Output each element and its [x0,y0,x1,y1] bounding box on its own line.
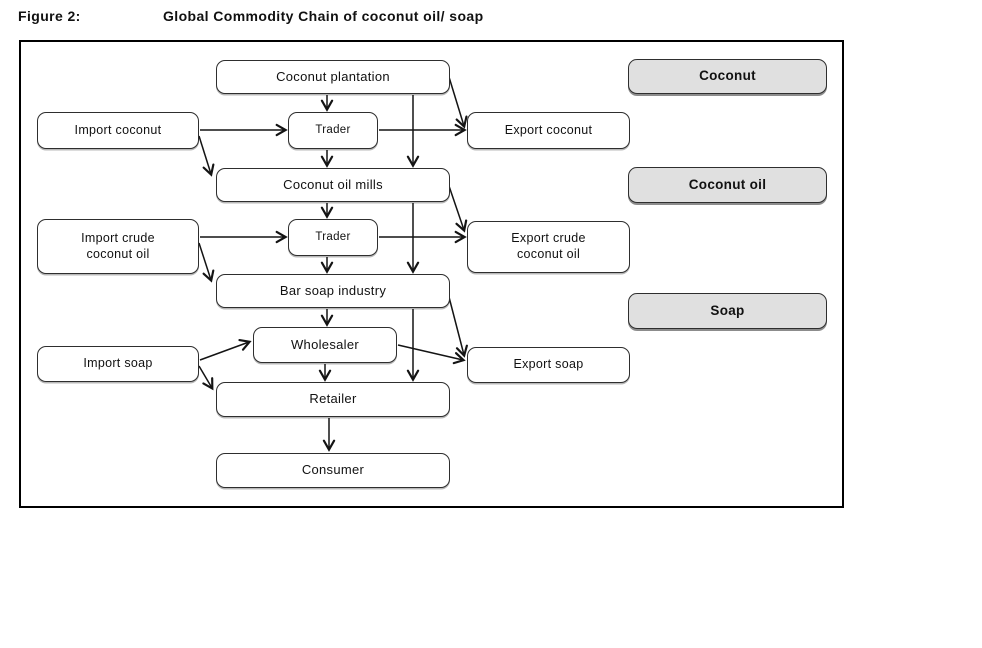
arrow-coconut-plantation-to-export-coconut [448,76,468,129]
node-export-soap: Export soap [467,347,630,383]
node-trader-1: Trader [288,112,378,149]
node-coconut-oil-mills: Coconut oil mills [216,168,450,202]
arrow-import-coconut-to-coconut-oil-mills [198,135,215,177]
node-label: Export soap [513,357,584,372]
node-label: Import coconut [74,122,162,137]
node-bar-soap-industry: Bar soap industry [216,274,450,308]
node-label: Consumer [301,462,365,478]
node-trader-2: Trader [288,219,378,256]
stage-label-coconut-oil: Coconut oil [628,167,827,203]
node-label: Trader [315,231,351,244]
node-label: Import crude coconut oil [81,230,155,261]
arrow-coconut-oil-mills-to-export-crude-coconut-oil [448,185,468,233]
node-coconut-plantation: Coconut plantation [216,60,450,94]
node-consumer: Consumer [216,453,450,488]
node-wholesaler: Wholesaler [253,327,397,363]
figure-number: Figure 2: [18,8,81,24]
node-export-coconut: Export coconut [467,112,630,149]
stage-label-soap: Soap [628,293,827,329]
node-label: Export coconut [504,122,593,137]
node-label: Coconut oil mills [283,176,383,192]
node-import-coconut: Import coconut [37,112,199,149]
node-import-soap: Import soap [37,346,199,382]
arrow-import-soap-to-retailer [198,365,214,391]
node-label: Import soap [83,356,153,371]
node-export-crude-coconut-oil: Export crude coconut oil [467,221,630,273]
node-retailer: Retailer [216,382,450,417]
arrow-import-soap-to-wholesaler [199,338,252,361]
node-label: Wholesaler [290,336,360,352]
stage-label-text: Soap [710,302,745,318]
stage-label-coconut: Coconut [628,59,827,94]
stage-label-text: Coconut [699,68,756,84]
figure-title: Global Commodity Chain of coconut oil/ s… [163,8,484,24]
node-label: Trader [315,124,351,137]
arrow-import-crude-coconut-oil-to-bar-soap-industry [198,242,215,283]
node-import-crude-coconut-oil: Import crude coconut oil [37,219,199,274]
node-label: Export crude coconut oil [511,231,586,261]
arrow-bar-soap-industry-to-export-soap [448,296,468,358]
arrow-wholesaler-to-export-soap [397,344,466,365]
figure-caption: Figure 2: Global Commodity Chain of coco… [0,8,982,32]
node-label: Coconut plantation [276,68,390,84]
node-label: Retailer [309,391,357,407]
stage-label-text: Coconut oil [688,176,767,192]
node-label: Bar soap industry [279,282,387,298]
